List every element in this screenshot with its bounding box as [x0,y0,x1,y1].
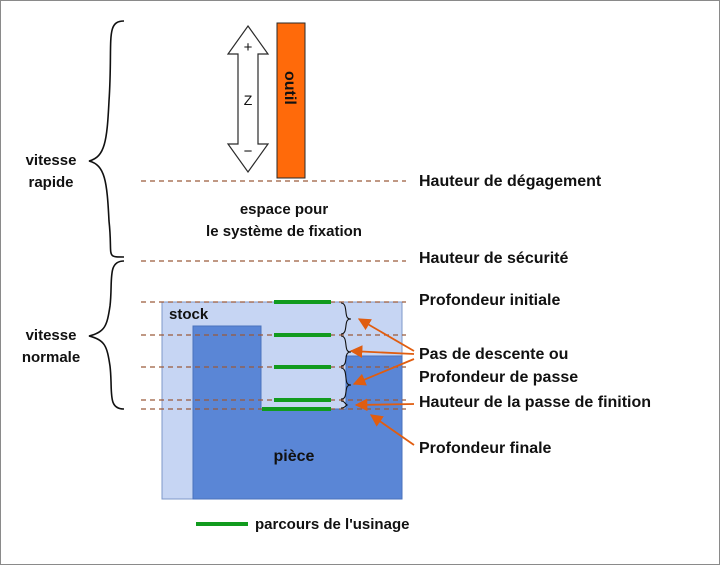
label-passe-finition: Hauteur de la passe de finition [419,394,651,411]
vitesse-normale-line-2: normale [22,349,80,366]
label-pas-descente-1: Pas de descente ou [419,346,568,363]
vitesse-normale-line-1: vitesse [26,327,77,344]
curly-brace-icon [88,260,125,410]
z-axis-label: Z [244,92,253,108]
label-hauteur-securite: Hauteur de sécurité [419,250,568,267]
label-profondeur-finale: Profondeur finale [419,440,552,457]
toolpath-segments [262,300,331,411]
legend-label: parcours de l'usinage [255,516,409,533]
tool-label: outil [281,71,298,105]
z-plus: + [244,39,253,56]
label-pas-descente-2: Profondeur de passe [419,369,578,386]
label-profondeur-initiale: Profondeur initiale [419,292,560,309]
tool-shape [276,22,306,179]
annotation-arrows [349,318,415,446]
espace-line-1: espace pour [240,201,329,218]
espace-line-2: le système de fixation [206,223,362,240]
stock-label: stock [169,306,209,323]
piece-label: pièce [274,448,315,465]
vitesse-rapide-line-1: vitesse [26,152,77,169]
label-hauteur-degagement: Hauteur de dégagement [419,173,602,190]
vitesse-rapide-line-2: rapide [28,174,73,191]
double-arrow-icon [226,24,270,174]
z-minus: − [244,143,253,160]
curly-brace-icon [88,20,125,258]
